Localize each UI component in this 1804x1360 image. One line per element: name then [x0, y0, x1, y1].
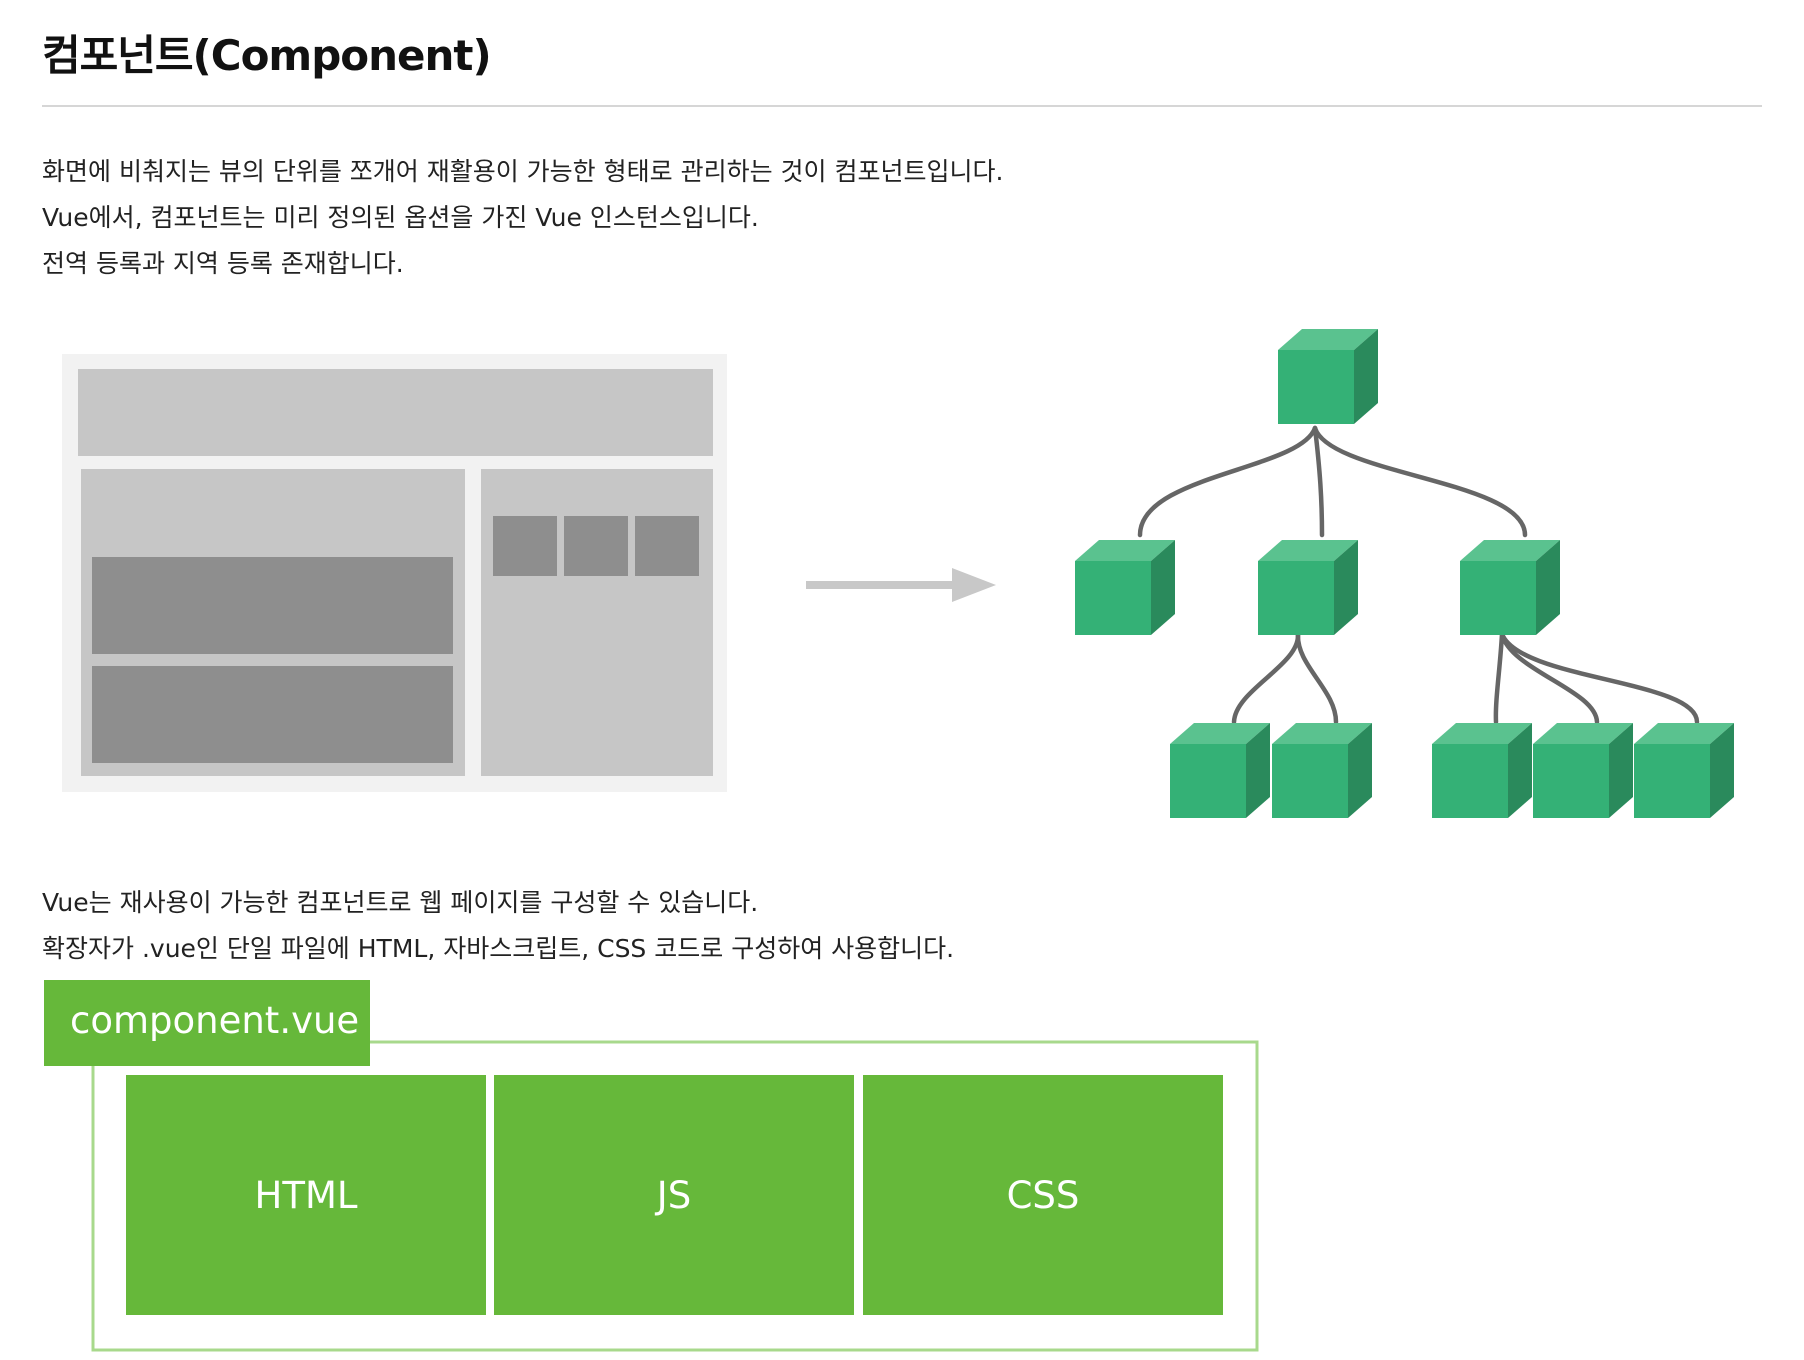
layout-sidebar-block	[481, 469, 713, 776]
layout-content-block	[92, 557, 453, 654]
title-divider	[42, 105, 1762, 107]
layout-sidebar-item	[635, 516, 699, 576]
leaf-component-cube	[1170, 723, 1270, 818]
leaf-component-cube	[1634, 723, 1734, 818]
layout-sidebar-item	[493, 516, 557, 576]
page-layout-illustration	[62, 354, 727, 792]
sfc-css-label: CSS	[1007, 1174, 1080, 1217]
details-text: Vue는 재사용이 가능한 컴포넌트로 웹 페이지를 구성할 수 있습니다. 확…	[42, 880, 954, 972]
single-file-component-illustration: component.vue HTML JS CSS	[44, 980, 1259, 1352]
leaf-component-cube	[1272, 723, 1372, 818]
tree-connectors	[1137, 425, 1700, 725]
child-component-cube	[1075, 540, 1175, 635]
sfc-filename-tab	[44, 980, 370, 1066]
layout-header-block	[78, 369, 713, 456]
sfc-js-label: JS	[655, 1174, 691, 1217]
child-component-cube	[1258, 540, 1358, 635]
leaf-component-cube	[1432, 723, 1532, 818]
sfc-html-block	[126, 1075, 486, 1315]
layout-content-block	[92, 666, 453, 763]
layout-sidebar-item	[564, 516, 628, 576]
details-line: Vue는 재사용이 가능한 컴포넌트로 웹 페이지를 구성할 수 있습니다.	[42, 888, 759, 917]
sfc-css-block	[863, 1075, 1223, 1315]
child-component-cube	[1460, 540, 1560, 635]
details-line: 확장자가 .vue인 단일 파일에 HTML, 자바스크립트, CSS 코드로 …	[42, 934, 955, 963]
intro-text: 화면에 비춰지는 뷰의 단위를 쪼개어 재활용이 가능한 형태로 관리하는 것이…	[42, 149, 1003, 287]
intro-line: Vue에서, 컴포넌트는 미리 정의된 옵션을 가진 Vue 인스턴스입니다.	[42, 203, 759, 232]
intro-line: 전역 등록과 지역 등록 존재합니다.	[42, 249, 404, 278]
sfc-js-block	[494, 1075, 854, 1315]
sfc-outline	[91, 1040, 1259, 1352]
page-title: 컴포넌트(Component)	[42, 31, 492, 80]
sfc-filename-label: component.vue	[70, 999, 359, 1042]
leaf-component-cube	[1533, 723, 1633, 818]
component-tree-cubes	[1075, 329, 1734, 818]
intro-line: 화면에 비춰지는 뷰의 단위를 쪼개어 재활용이 가능한 형태로 관리하는 것이…	[42, 157, 1004, 186]
arrow-icon	[806, 568, 996, 602]
root-component-cube	[1278, 329, 1378, 424]
sfc-html-label: HTML	[255, 1174, 358, 1217]
